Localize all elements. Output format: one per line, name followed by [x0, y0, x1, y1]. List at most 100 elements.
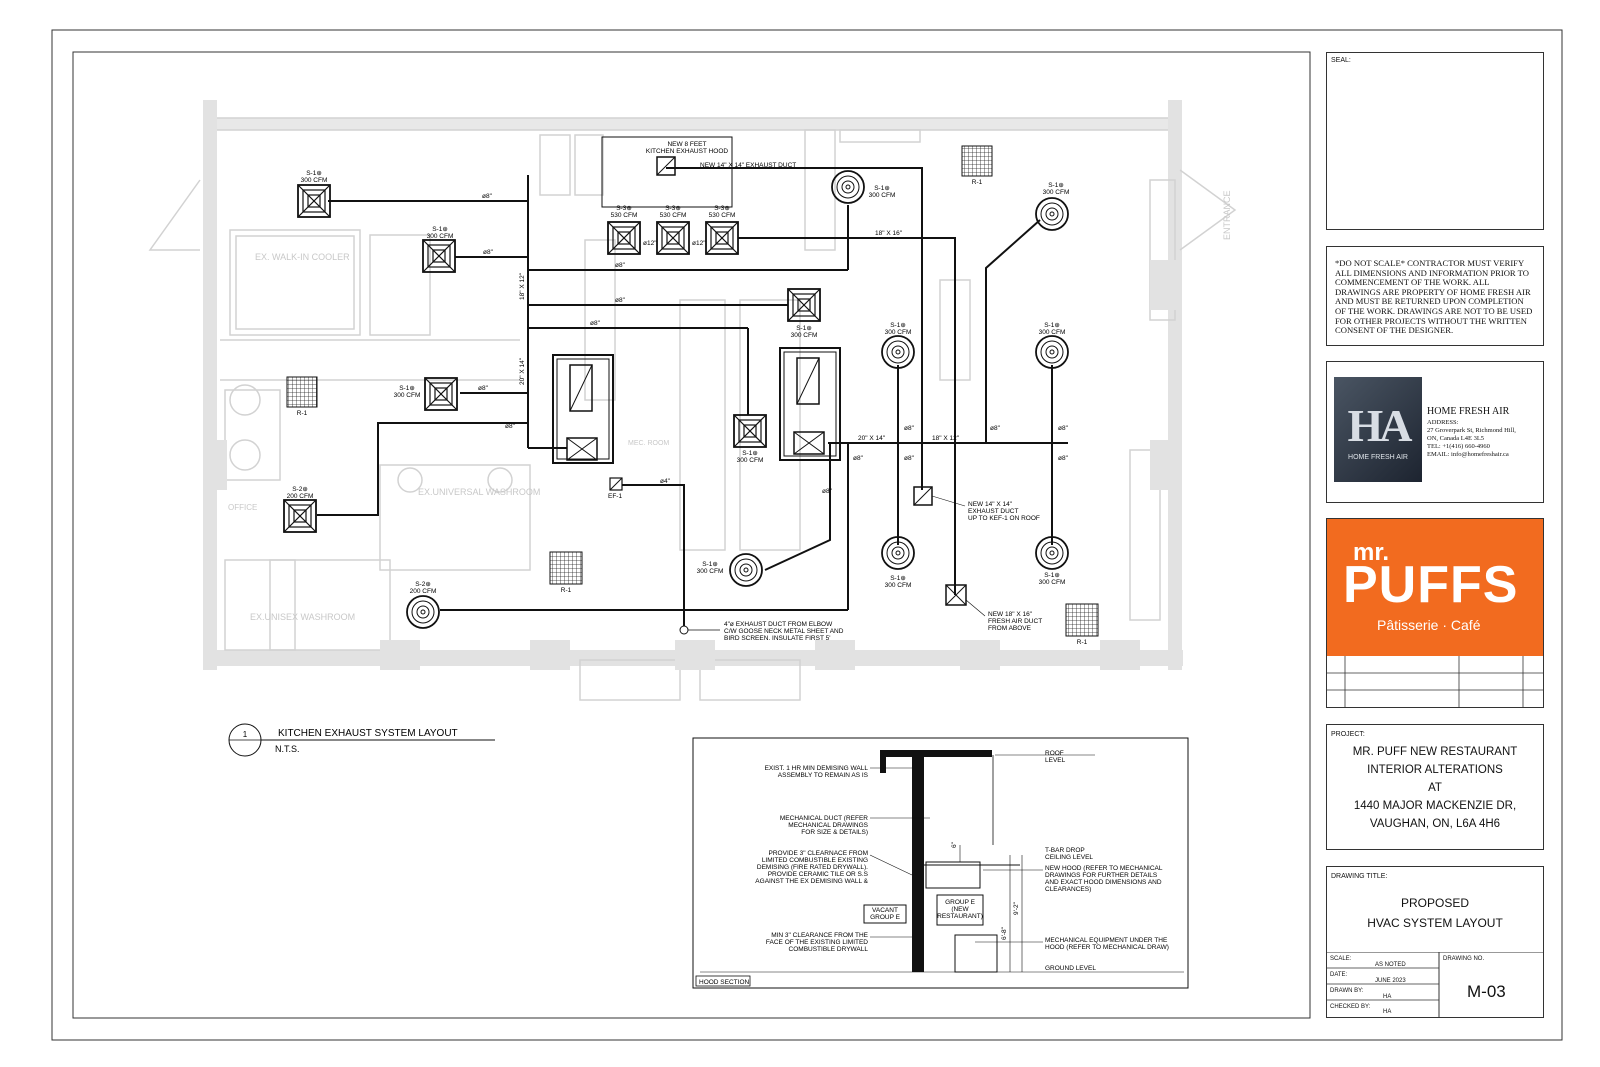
- dim-label: 6": [951, 841, 958, 848]
- section-note: FOR SIZE & DETAILS): [801, 829, 868, 836]
- duct-size: ø4": [660, 478, 671, 485]
- diffuser-cfm: 530 CFM: [611, 212, 638, 219]
- project-line: 1440 MAJOR MACKENZIE DR,: [1353, 800, 1517, 812]
- duct-runs: [317, 167, 1068, 630]
- section-note: PROVIDE CERAMIC TILE OR S.S: [768, 871, 869, 878]
- drawing-title-label: DRAWING TITLE:: [1331, 873, 1388, 880]
- checked-label: CHECKED BY:: [1330, 1004, 1371, 1010]
- return-label: R-1: [297, 410, 308, 417]
- section-note: LIMITED COMBUSTIBLE EXISTING: [762, 857, 868, 864]
- company-name: HOME FRESH AIR: [1427, 406, 1510, 417]
- puffs-logo-tagline: Pâtisserie · Café: [1377, 617, 1481, 633]
- elbow-note: C/W GOOSE NECK METAL SHEET AND: [724, 628, 844, 635]
- date-label: DATE:: [1330, 972, 1348, 978]
- elbow-point: [679, 625, 689, 635]
- section-note: AGAINST THE EX DEMISING WALL &: [755, 878, 868, 885]
- elbow-note: BIRD SCREEN. INSULATE FIRST 5': [724, 635, 830, 642]
- diffuser-cfm: 200 CFM: [287, 493, 314, 500]
- diffuser-tag: S-1⊕: [796, 325, 812, 332]
- plan-title: 1 KITCHEN EXHAUST SYSTEM LAYOUT N.T.S.: [228, 723, 495, 757]
- diffuser-cfm: 300 CFM: [1039, 579, 1066, 586]
- duct-size: ø8": [615, 262, 626, 269]
- section-note: MECHANICAL DRAWINGS: [788, 822, 868, 829]
- duct-size: 18" X 12": [932, 435, 960, 442]
- drawing-title-lines: PROPOSED HVAC SYSTEM LAYOUT: [1327, 893, 1543, 933]
- duct-size: ø8": [505, 423, 516, 430]
- duct-size: 18" X 16": [875, 230, 903, 237]
- plan-scale: N.T.S.: [275, 744, 300, 754]
- project-box: PROJECT: MR. PUFF NEW RESTAURANT INTERIO…: [1326, 724, 1544, 850]
- diffuser-cfm: 300 CFM: [427, 233, 454, 240]
- drawn-label: DRAWN BY:: [1330, 988, 1364, 994]
- company-phone: TEL: +1(416) 660-4960: [1427, 443, 1490, 450]
- diffuser-tag: S-1⊕: [702, 561, 718, 568]
- diffuser-tag: S-1⊕: [1044, 572, 1060, 579]
- company-logo: HA HOME FRESH AIR: [1334, 377, 1422, 482]
- ceiling-level: CEILING LEVEL: [1045, 854, 1093, 861]
- duct-size: ø8": [990, 425, 1001, 432]
- diffuser-tag: S-3⊕: [665, 205, 681, 212]
- room-walkin-cooler: EX. WALK-IN COOLER: [255, 252, 350, 262]
- company-box: HA HOME FRESH AIR HOME FRESH AIR ADDRESS…: [1326, 361, 1544, 503]
- diffuser-cfm: 300 CFM: [869, 192, 896, 199]
- rooftop-units: [552, 347, 967, 606]
- section-note: MECHANICAL EQUIPMENT UNDER THE: [1045, 937, 1168, 944]
- scale-value: AS NOTED: [1375, 962, 1406, 968]
- duct-size: ø8": [478, 385, 489, 392]
- project-lines: MR. PUFF NEW RESTAURANT INTERIOR ALTERAT…: [1327, 743, 1543, 833]
- puffs-logo-name: PUFFS: [1343, 556, 1519, 614]
- fresh-air-note: NEW 18" X 16": [988, 611, 1033, 618]
- room-universal-washroom: EX.UNIVERSAL WASHROOM: [418, 487, 540, 497]
- drawing-title-line: PROPOSED: [1400, 896, 1469, 910]
- kitchen-hood: NEW 8 FEET KITCHEN EXHAUST HOOD NEW 14" …: [601, 136, 796, 208]
- diffuser-cfm: 300 CFM: [1039, 329, 1066, 336]
- company-info: HOME FRESH AIR ADDRESS: 27 Groverpark St…: [1427, 406, 1543, 459]
- duct-size: ø8": [482, 193, 493, 200]
- duct-size: ø8": [1058, 425, 1069, 432]
- puffs-logo-mr: mr.: [1353, 539, 1390, 566]
- section-note: HOOD (REFER TO MECHANICAL DRAW): [1045, 944, 1169, 951]
- address-line: 27 Groverpark St, Richmond Hill,: [1427, 427, 1516, 434]
- duct-size-labels: ø8" ø8" ø8" ø8" ø8" ø8" ø8" ø12" ø12" ø4…: [478, 193, 1069, 495]
- duct-size: ø8": [904, 425, 915, 432]
- drawing-number: M-03: [1467, 982, 1506, 1001]
- disclaimer-box: *DO NOT SCALE* CONTRACTOR MUST VERIFY AL…: [1326, 246, 1544, 346]
- duct-size: ø8": [1058, 455, 1069, 462]
- architectural-background: [148, 100, 1237, 701]
- diffuser-tag: S-1⊕: [399, 385, 415, 392]
- group-e-label: RESTAURANT): [937, 913, 983, 920]
- fresh-air-leader: [965, 599, 986, 617]
- company-email: EMAIL: info@homefreshair.ca: [1427, 451, 1509, 458]
- diffuser-tag: S-1⊕: [874, 185, 890, 192]
- diffuser-cfm: 300 CFM: [791, 332, 818, 339]
- drawn-value: HA: [1383, 994, 1392, 1000]
- project-line: INTERIOR ALTERATIONS: [1367, 764, 1503, 776]
- room-office: OFFICE: [228, 503, 257, 512]
- address-label: ADDRESS:: [1427, 419, 1459, 426]
- return-labels: R-1 R-1 R-1 R-1: [297, 179, 1088, 646]
- section-note: MECHANICAL DUCT (REFER: [780, 815, 868, 822]
- duct-size: 18" X 12": [519, 272, 526, 300]
- group-e-label: GROUP E: [945, 899, 976, 906]
- diffuser-tag: S-2⊕: [292, 486, 308, 493]
- return-grilles: [286, 145, 1099, 637]
- hood-duct-label: NEW 14" X 14" EXHAUST DUCT: [700, 162, 796, 169]
- fresh-air-note: FRESH AIR DUCT: [988, 618, 1042, 625]
- address-line: ON, Canada L4E 3L5: [1427, 435, 1485, 442]
- diffuser-tag: S-3⊕: [714, 205, 730, 212]
- duct-size: 20" X 14": [519, 357, 526, 385]
- duct-size: ø8": [853, 455, 864, 462]
- section-note: MIN 3" CLEARANCE FROM THE: [771, 932, 868, 939]
- diffuser-tag: S-1⊕: [1048, 182, 1064, 189]
- diffuser-cfm: 530 CFM: [709, 212, 736, 219]
- disclaimer-note: *DO NOT SCALE* CONTRACTOR MUST VERIFY AL…: [1335, 258, 1533, 336]
- diffuser-tag: S-1⊕: [890, 322, 906, 329]
- exhaust-note: UP TO KEF-1 ON ROOF: [968, 515, 1040, 522]
- return-label: R-1: [972, 179, 983, 186]
- ground-level: GROUND LEVEL: [1045, 965, 1096, 972]
- diffuser-tag: S-2⊕: [415, 581, 431, 588]
- diffuser-cfm: 300 CFM: [697, 568, 724, 575]
- drawing-title-box: DRAWING TITLE: PROPOSED HVAC SYSTEM LAYO…: [1326, 866, 1544, 1018]
- ceiling-level: T-BAR DROP: [1045, 847, 1085, 854]
